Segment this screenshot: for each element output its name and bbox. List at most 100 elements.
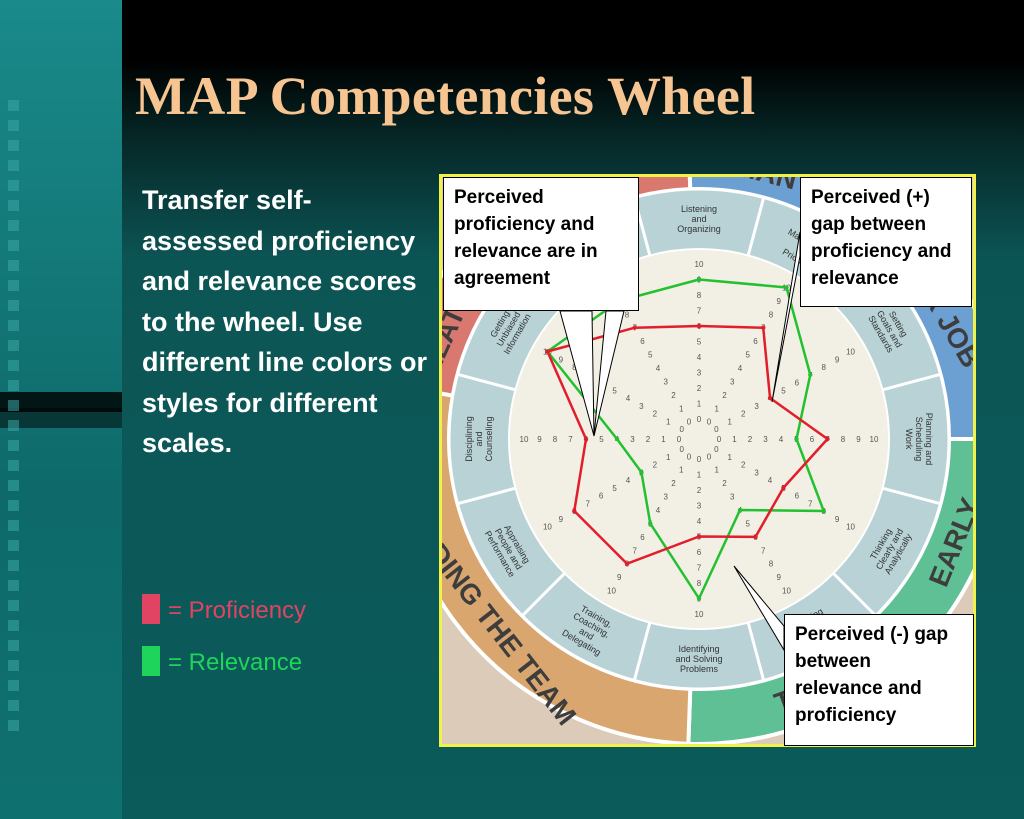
scale-tick-label: 0 xyxy=(707,452,712,461)
relevance-line-point xyxy=(737,507,743,513)
scale-tick-label: 2 xyxy=(722,479,727,488)
scale-tick-label: 10 xyxy=(782,587,791,596)
relevance-line-point xyxy=(614,436,620,442)
proficiency-line-point xyxy=(545,349,550,354)
scale-tick-label: 0 xyxy=(687,452,692,461)
legend-relevance: = Relevance xyxy=(142,646,402,680)
scale-tick-label: 10 xyxy=(695,260,704,269)
proficiency-line-point xyxy=(767,395,773,401)
scale-tick-label: 1 xyxy=(728,453,733,462)
scale-tick-label: 6 xyxy=(810,435,815,444)
scale-tick-label: 9 xyxy=(559,355,564,364)
scale-tick-label: 8 xyxy=(821,363,826,372)
scale-tick-label: 6 xyxy=(753,337,758,346)
scale-tick-label: 1 xyxy=(666,453,671,462)
scale-tick-label: 4 xyxy=(626,476,631,485)
scale-tick-label: 10 xyxy=(846,523,855,532)
scale-tick-label: 3 xyxy=(697,369,702,378)
scale-tick-label: 5 xyxy=(648,351,653,360)
proficiency-swatch xyxy=(142,594,160,624)
scale-tick-label: 1 xyxy=(715,466,720,475)
scale-tick-label: 8 xyxy=(625,310,630,319)
scale-tick-label: 7 xyxy=(633,546,638,555)
proficiency-line-point xyxy=(825,436,830,442)
scale-tick-label: 3 xyxy=(630,435,635,444)
competency-label: Planning andSchedulingWork xyxy=(904,413,934,466)
scale-tick-label: 1 xyxy=(728,417,733,426)
scale-tick-label: 8 xyxy=(572,363,577,372)
scale-tick-label: 3 xyxy=(697,502,702,511)
scale-tick-label: 7 xyxy=(585,371,590,380)
scale-tick-label: 7 xyxy=(585,499,590,508)
decorative-left-strip xyxy=(0,0,122,819)
scale-tick-label: 3 xyxy=(730,493,735,502)
scale-tick-label: 0 xyxy=(679,425,684,434)
scale-tick-label: 3 xyxy=(754,402,759,411)
scale-tick-label: 9 xyxy=(777,573,782,582)
scale-tick-label: 5 xyxy=(599,435,604,444)
scale-tick-label: 9 xyxy=(835,355,840,364)
scale-tick-label: 2 xyxy=(646,435,651,444)
legend-proficiency-label: = Proficiency xyxy=(168,597,307,624)
scale-tick-label: 2 xyxy=(671,391,676,400)
relevance-line-point xyxy=(696,277,702,282)
scale-tick-label: 6 xyxy=(599,492,604,501)
relevance-swatch xyxy=(142,646,160,676)
scale-tick-label: 0 xyxy=(677,435,682,444)
scale-tick-label: 10 xyxy=(607,587,616,596)
scale-tick-label: 2 xyxy=(741,461,746,470)
scale-tick-label: 6 xyxy=(795,379,800,388)
competency-divider xyxy=(457,372,516,392)
scale-tick-label: 10 xyxy=(520,435,529,444)
scale-tick-label: 2 xyxy=(697,384,702,393)
scale-tick-label: 3 xyxy=(639,402,644,411)
relevance-line-point xyxy=(696,596,702,601)
relevance-line-point xyxy=(808,372,813,377)
proficiency-line-point xyxy=(696,534,702,539)
slide-title: MAP Competencies Wheel xyxy=(135,66,756,126)
competency-divider xyxy=(632,622,652,681)
competency-divider xyxy=(521,572,566,617)
scale-tick-label: 1 xyxy=(666,417,671,426)
scale-tick-label: 1 xyxy=(732,435,737,444)
scale-tick-label: 6 xyxy=(795,492,800,501)
scale-tick-label: 5 xyxy=(612,484,617,493)
scale-tick-label: 3 xyxy=(730,377,735,386)
scale-tick-label: 1 xyxy=(679,466,684,475)
scale-tick-label: 4 xyxy=(697,353,702,362)
relevance-line-point xyxy=(648,521,653,526)
scale-tick-label: 5 xyxy=(746,351,751,360)
scale-tick-label: 2 xyxy=(653,461,658,470)
scale-tick-label: 0 xyxy=(697,415,702,424)
scale-tick-label: 1 xyxy=(679,404,684,413)
scale-tick-label: 5 xyxy=(612,386,617,395)
scale-tick-label: 9 xyxy=(537,435,542,444)
scale-tick-label: 9 xyxy=(777,297,782,306)
scale-tick-label: 0 xyxy=(707,418,712,427)
scale-tick-label: 2 xyxy=(653,410,658,419)
scale-tick-label: 10 xyxy=(695,610,704,619)
scale-tick-label: 4 xyxy=(697,517,702,526)
competency-divider xyxy=(746,197,766,256)
scale-tick-label: 2 xyxy=(741,410,746,419)
proficiency-line-point xyxy=(753,534,758,540)
scale-tick-label: 5 xyxy=(697,338,702,347)
scale-tick-label: 0 xyxy=(697,455,702,464)
scale-tick-label: 4 xyxy=(779,435,784,444)
scale-tick-label: 3 xyxy=(763,435,768,444)
instruction-text: Transfer self-assessed proficiency and r… xyxy=(142,185,428,458)
proficiency-line-point xyxy=(781,485,786,490)
scale-tick-label: 7 xyxy=(761,546,766,555)
scale-tick-label: 9 xyxy=(617,573,622,582)
scale-tick-label: 7 xyxy=(697,564,702,573)
scale-tick-label: 7 xyxy=(697,307,702,316)
scale-tick-label: 8 xyxy=(769,310,774,319)
scale-tick-label: 4 xyxy=(626,394,631,403)
scale-tick-label: 0 xyxy=(679,445,684,454)
scale-tick-label: 10 xyxy=(846,348,855,357)
competency-divider xyxy=(882,486,941,506)
proficiency-line-point xyxy=(632,325,637,330)
scale-tick-label: 3 xyxy=(754,468,759,477)
